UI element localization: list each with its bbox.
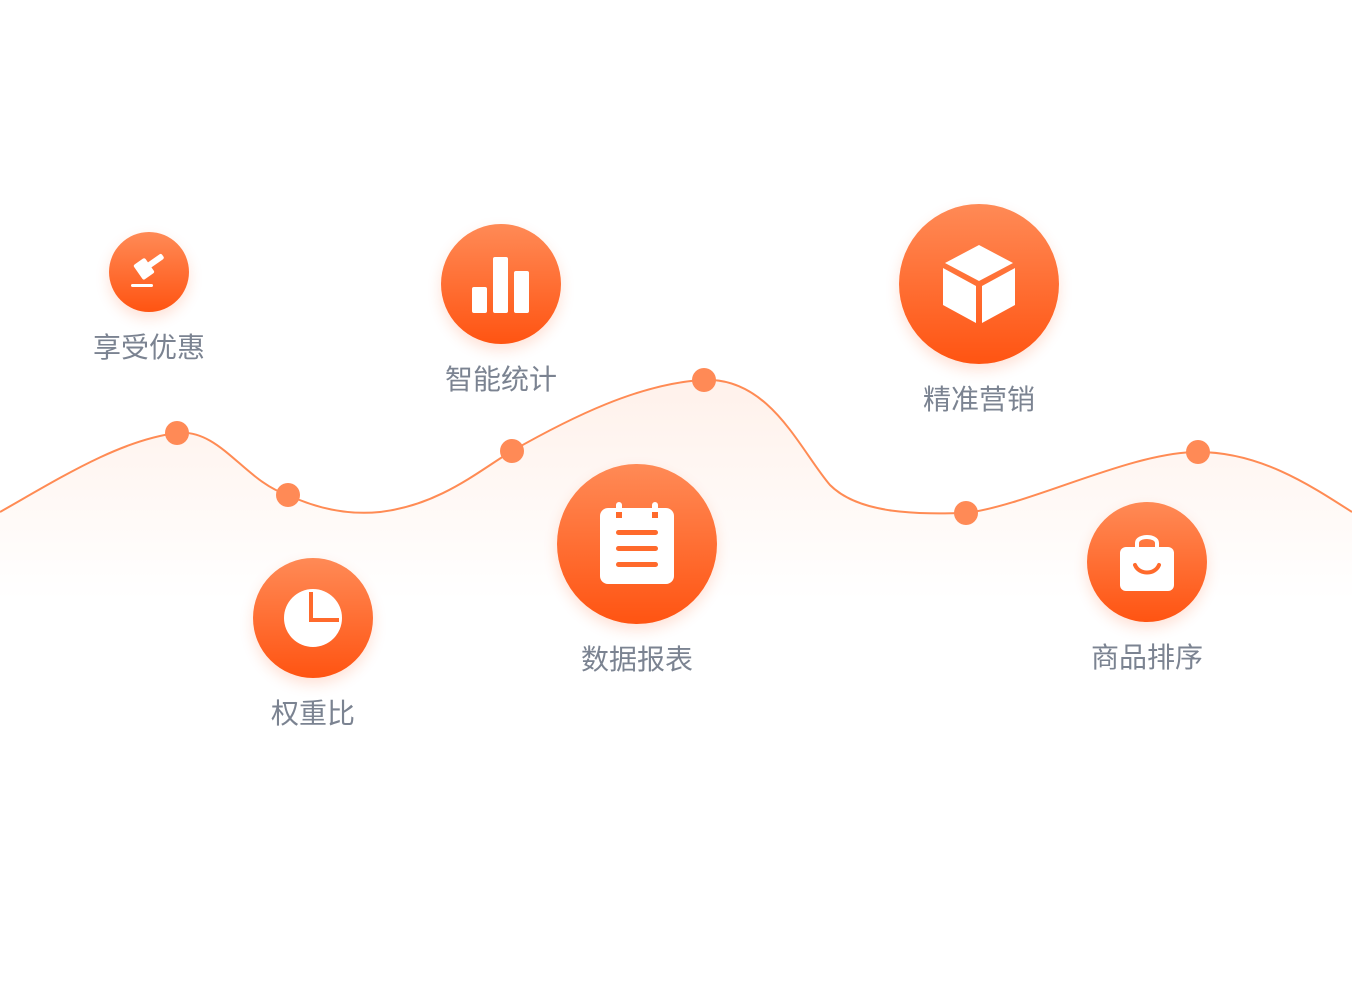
gavel-icon [127, 250, 171, 294]
bar-chart-icon [470, 253, 532, 315]
wave-dot [276, 483, 300, 507]
wave-dot [1186, 440, 1210, 464]
clipboard-icon [598, 502, 676, 586]
wave-dot [165, 421, 189, 445]
feature-weight-ratio-label: 权重比 [270, 697, 355, 730]
feature-smart-stats-badge [441, 224, 561, 344]
feature-data-report-badge [557, 464, 717, 624]
feature-product-sorting-label: 商品排序 [1090, 641, 1203, 674]
wave-dot [692, 368, 716, 392]
wave-line [0, 378, 1352, 515]
pie-chart-icon [282, 587, 344, 649]
feature-weight-ratio-badge [253, 558, 373, 678]
cube-icon [939, 241, 1019, 327]
shopping-bag-icon [1117, 531, 1177, 593]
wave-dot [500, 439, 524, 463]
feature-smart-stats-label: 智能统计 [444, 363, 557, 396]
feature-precision-marketing-label: 精准营销 [922, 383, 1035, 416]
feature-data-report-label: 数据报表 [580, 643, 693, 676]
feature-discount-badge [109, 232, 189, 312]
wave-dot [954, 501, 978, 525]
feature-precision-marketing-badge [899, 204, 1059, 364]
feature-product-sorting-badge [1087, 502, 1207, 622]
feature-discount-label: 享受优惠 [92, 331, 205, 364]
